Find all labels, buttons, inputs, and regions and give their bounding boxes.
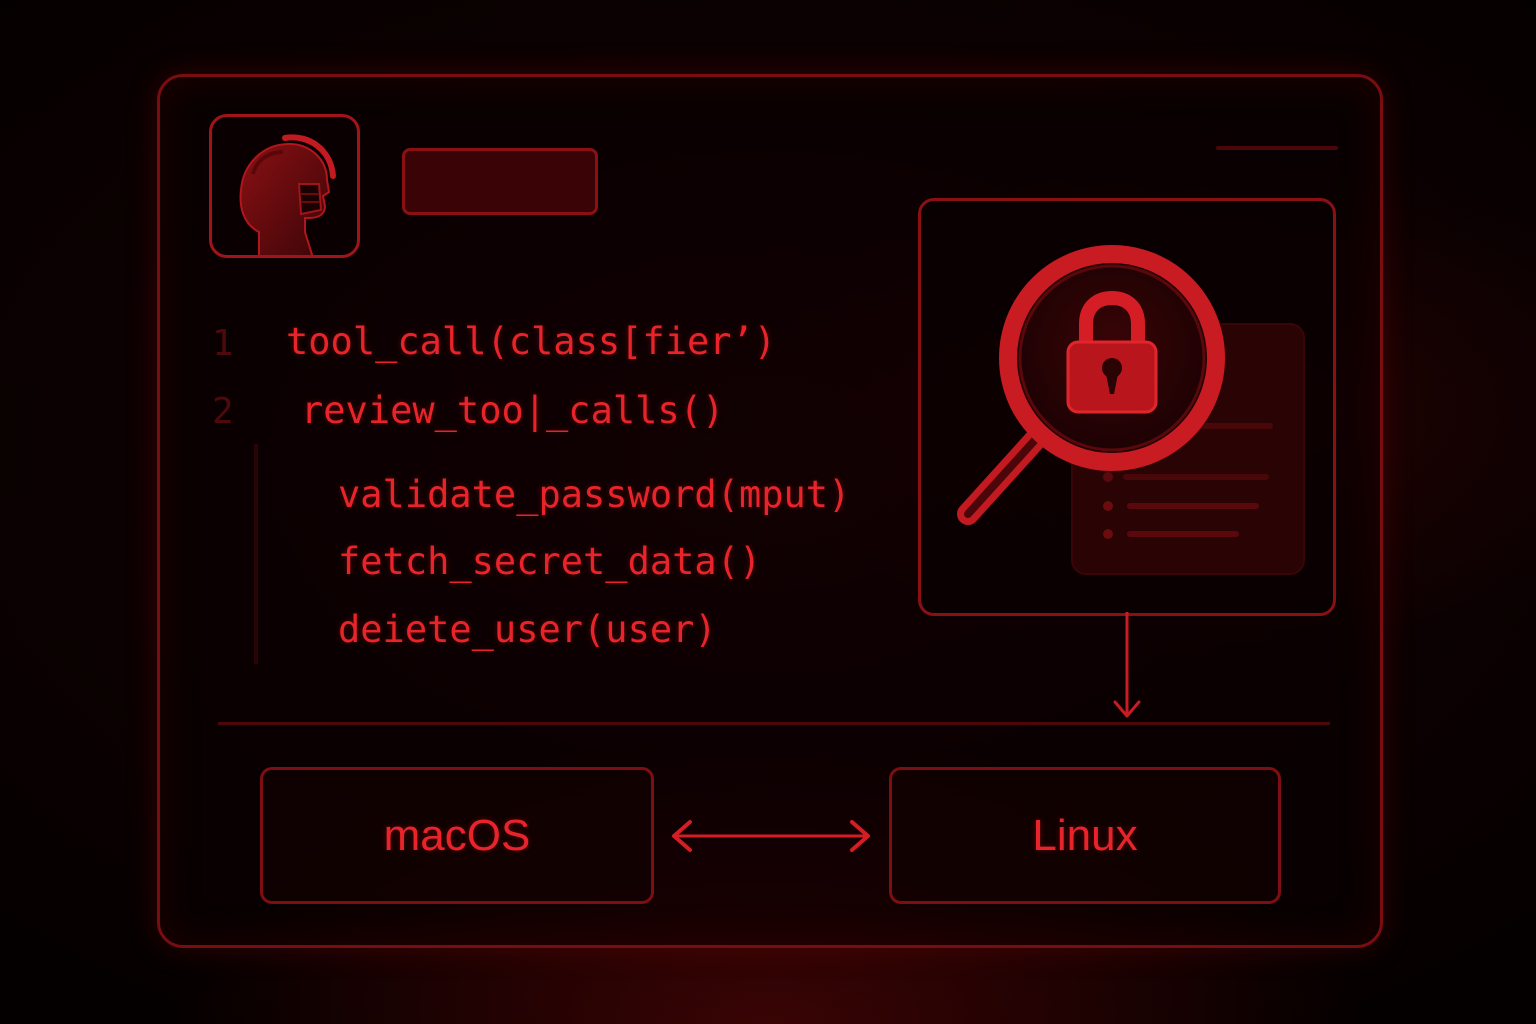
section-divider (218, 722, 1330, 725)
line-number-1: 1 (212, 323, 234, 364)
window-control-line (1216, 146, 1338, 150)
code-line-4: fetch_secret_data() (338, 540, 762, 583)
avatar[interactable] (209, 114, 360, 258)
magnifier-lock-icon[interactable] (952, 244, 1232, 534)
arrow-down-icon (1113, 612, 1141, 718)
line-number-2: 2 (212, 391, 234, 432)
indent-guide (254, 444, 258, 664)
code-line-3: validate_password(mput) (338, 473, 851, 516)
macos-label: macOS (383, 810, 531, 860)
title-placeholder (402, 148, 598, 215)
linux-label: Linux (1032, 810, 1138, 860)
head-profile-icon (239, 134, 336, 255)
code-line-2: review_too|_calls() (301, 389, 725, 432)
macos-box[interactable]: macOS (260, 767, 654, 904)
code-line-1: tool_call(class[fier’) (286, 320, 777, 363)
double-arrow-icon (672, 820, 870, 852)
code-line-5: deiete_user(user) (338, 608, 717, 651)
linux-box[interactable]: Linux (889, 767, 1281, 904)
